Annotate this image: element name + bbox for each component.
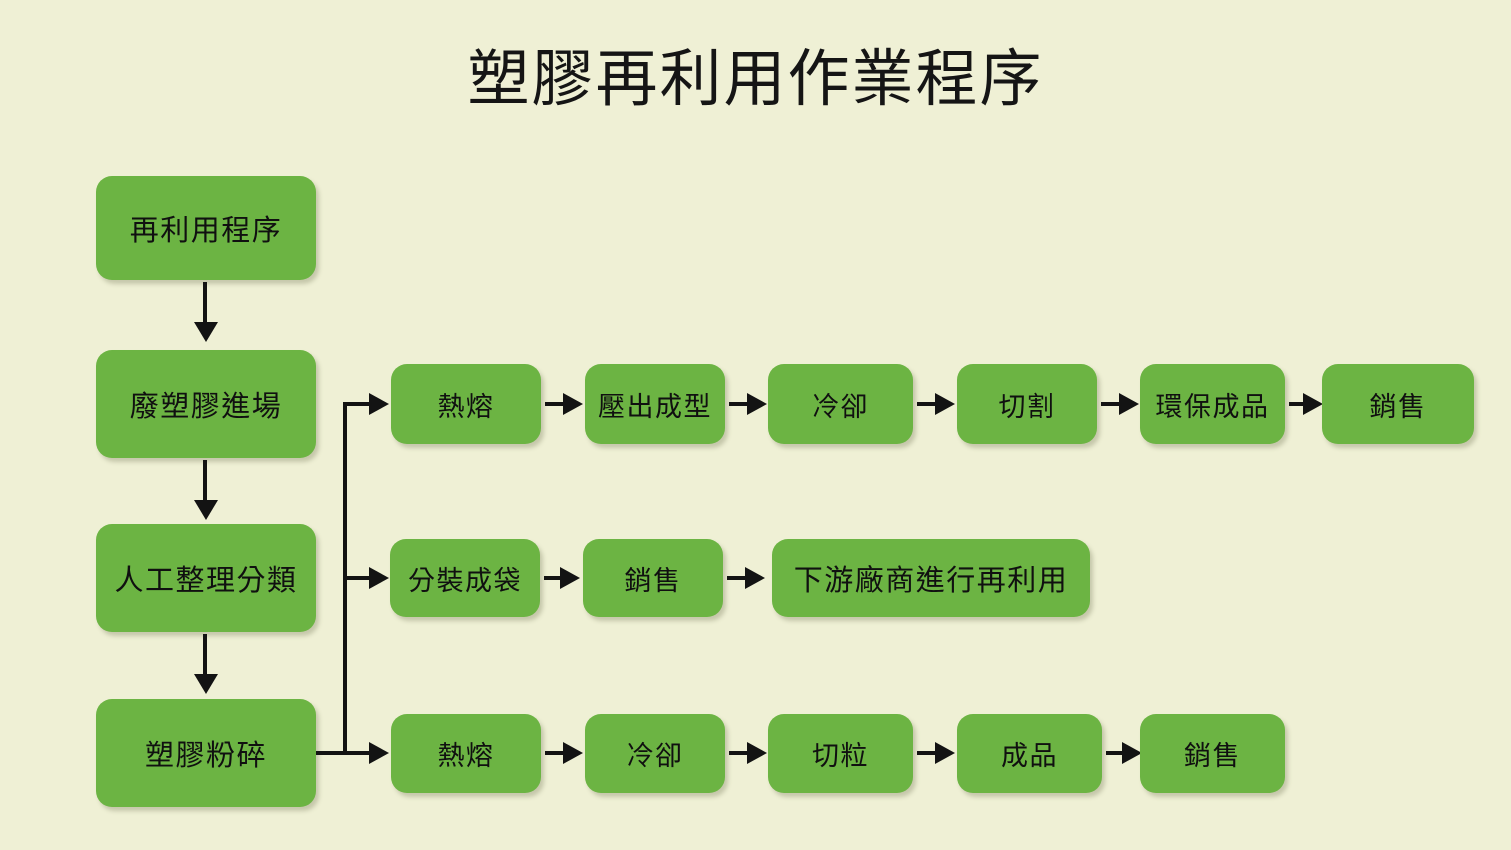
node-branch-middle-step-3[interactable]: 下游廠商進行再利用: [772, 539, 1090, 617]
node-branch-bottom-step-3[interactable]: 切粒: [768, 714, 913, 793]
connector-bottom-3-4-line: [917, 751, 947, 755]
branch-c-connector-line: [343, 751, 383, 755]
connector-middle-2-3-arrowhead: [745, 567, 765, 589]
node-main-step-1[interactable]: 再利用程序: [96, 176, 316, 280]
branch-b-connector-line: [343, 576, 383, 580]
connector-top-1-2-line: [545, 402, 575, 406]
node-branch-top-step-4[interactable]: 切割: [957, 364, 1097, 444]
node-branch-top-step-1[interactable]: 熱熔: [391, 364, 541, 444]
node-branch-middle-step-2[interactable]: 銷售: [583, 539, 723, 617]
connector-main-2-3-line: [203, 460, 207, 502]
node-branch-bottom-step-4[interactable]: 成品: [957, 714, 1102, 793]
connector-main-1-2-line: [203, 282, 207, 324]
node-branch-top-step-2[interactable]: 壓出成型: [585, 364, 725, 444]
node-main-step-4[interactable]: 塑膠粉碎: [96, 699, 316, 807]
connector-top-4-5-line: [1101, 402, 1131, 406]
connector-top-1-2-arrowhead: [563, 393, 583, 415]
branch-a-connector-arrowhead: [369, 393, 389, 415]
connector-main-3-4-arrowhead: [194, 674, 218, 694]
connector-main-2-3-arrowhead: [194, 500, 218, 520]
node-branch-top-step-6[interactable]: 銷售: [1322, 364, 1474, 444]
connector-main-1-2-arrowhead: [194, 322, 218, 342]
connector-main-3-4-line: [203, 634, 207, 676]
connector-bottom-1-2-line: [545, 751, 575, 755]
connector-top-2-3-line: [729, 402, 759, 406]
connector-middle-1-2-line: [544, 576, 572, 580]
branch-b-connector-arrowhead: [369, 567, 389, 589]
node-main-step-2[interactable]: 廢塑膠進場: [96, 350, 316, 458]
page-title: 塑膠再利用作業程序: [467, 42, 1044, 115]
connector-top-3-4-line: [917, 402, 947, 406]
node-branch-top-step-5[interactable]: 環保成品: [1140, 364, 1285, 444]
connector-bottom-3-4-arrowhead: [935, 742, 955, 764]
connector-top-5-6-arrowhead: [1303, 393, 1323, 415]
connector-top-2-3-arrowhead: [747, 393, 767, 415]
connector-bottom-2-3-arrowhead: [747, 742, 767, 764]
connector-bottom-2-3-line: [729, 751, 759, 755]
connector-middle-1-2-arrowhead: [560, 567, 580, 589]
node-branch-bottom-step-5[interactable]: 銷售: [1140, 714, 1285, 793]
branch-c-connector-arrowhead: [369, 742, 389, 764]
branch-trunk-stub: [316, 751, 350, 755]
branch-a-connector-line: [343, 402, 383, 406]
node-main-step-3[interactable]: 人工整理分類: [96, 524, 316, 632]
connector-middle-2-3-line: [727, 576, 755, 580]
node-branch-middle-step-1[interactable]: 分裝成袋: [390, 539, 540, 617]
node-branch-top-step-3[interactable]: 冷卻: [768, 364, 913, 444]
node-branch-bottom-step-1[interactable]: 熱熔: [391, 714, 541, 793]
connector-bottom-1-2-arrowhead: [563, 742, 583, 764]
connector-top-3-4-arrowhead: [935, 393, 955, 415]
connector-top-4-5-arrowhead: [1119, 393, 1139, 415]
node-branch-bottom-step-2[interactable]: 冷卻: [585, 714, 725, 793]
connector-bottom-4-5-arrowhead: [1122, 742, 1142, 764]
